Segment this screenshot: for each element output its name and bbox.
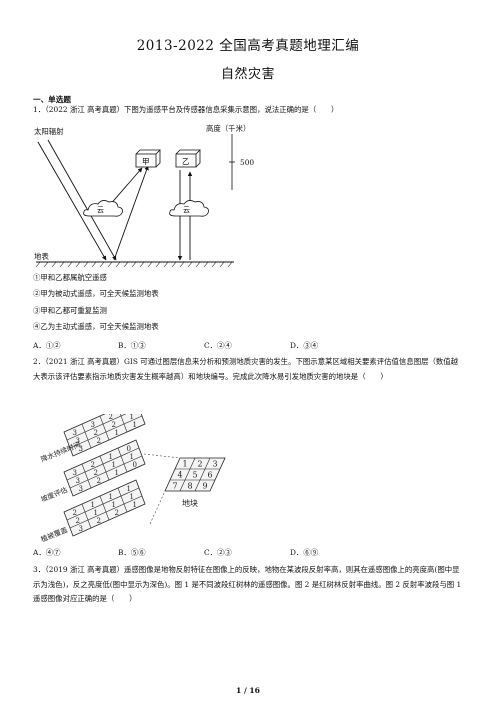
layer-cell-value: 2	[91, 461, 95, 469]
projection-line	[143, 453, 181, 459]
document-subtitle: 自然灾害	[220, 67, 275, 82]
layer-cell-value: 1	[127, 485, 131, 493]
block-number: 8	[188, 482, 193, 491]
gis-layers-figure: 332132213211降水持续时间321032113210坡度评估211121…	[39, 414, 226, 542]
cloud-right: 云	[169, 200, 209, 217]
q1-option-d: D．③④	[290, 341, 319, 350]
section-heading: 一、单选题	[33, 95, 71, 104]
layer-cell-value: 1	[94, 509, 98, 517]
layer-cell-value: 3	[79, 445, 83, 453]
block-label: 地块	[182, 498, 198, 508]
layer-cell-value: 1	[115, 469, 119, 477]
layer-cell-value: 1	[133, 421, 137, 429]
height-axis-label: 高度（千米）	[206, 124, 251, 133]
layer-cell-value: 3	[79, 485, 83, 493]
layer-cell-value: 3	[91, 421, 95, 429]
layer-name: 植被覆盖	[39, 525, 68, 542]
q1-statement-1: ①甲和乙都属航空遥感	[33, 273, 107, 282]
block-number: 1	[183, 460, 188, 469]
layer-cell-value: 1	[133, 501, 137, 509]
q1-statement-2: ②甲为被动式遥感，可全天候监测地表	[33, 289, 159, 298]
layer-cell-value: 1	[112, 501, 116, 509]
ground-label: 地表	[34, 252, 49, 261]
layer-cell-value: 2	[97, 477, 101, 485]
layer-cell-value: 3	[73, 429, 77, 437]
svg-text:云: 云	[183, 206, 190, 214]
layer-cell-value: 3	[73, 469, 77, 477]
layer-cell-value: 2	[76, 517, 80, 525]
block-number: 6	[208, 471, 213, 480]
question-1-text: 1．（2022 浙江 高考真题）下图为遥感平台及传感器信息采集示意图，说法正确的…	[33, 105, 339, 114]
layer-cell-value: 1	[130, 493, 134, 501]
q1-option-a: A．①②	[33, 341, 61, 350]
svg-text:乙: 乙	[182, 157, 190, 166]
layer-cell-value: 0	[127, 445, 131, 453]
layer-cell-value: 1	[130, 453, 134, 461]
document-title: 2013-2022 全国高考真题地理汇编	[136, 38, 360, 54]
block-number: 3	[213, 460, 218, 469]
q1-statement-3: ③甲和乙都可重复监测	[33, 306, 107, 315]
q1-option-c: C．②④	[204, 341, 232, 350]
ground-hatch	[35, 261, 233, 268]
question-3-text: 3．（2019 浙江 高考真题）遥感图像是地物反射特征在图像上的反映，地物在某波…	[33, 565, 462, 604]
layer-cell-value: 1	[109, 493, 113, 501]
block-number: 2	[198, 460, 203, 469]
layer-cell-value: 3	[79, 525, 83, 533]
block-number: 9	[203, 482, 208, 491]
sensor-box-jia: 甲	[135, 149, 161, 168]
layer-cell-value: 1	[112, 461, 116, 469]
svg-text:云: 云	[97, 206, 104, 214]
layer-cell-value: 1	[91, 501, 95, 509]
layer-cell-value: 2	[115, 509, 119, 517]
remote-sensing-figure: 云 云 甲 乙	[35, 134, 235, 268]
layer-cell-value: 2	[97, 437, 101, 445]
solar-ray-2	[47, 139, 117, 261]
layer-cell-value: 2	[112, 421, 116, 429]
reflect-ray-jia	[113, 165, 149, 261]
layer-cell-value: 2	[109, 414, 113, 421]
sensor-box-yi: 乙	[175, 149, 201, 168]
q2-option-c: C．②③	[204, 548, 232, 557]
q2-option-a: A．④⑦	[33, 548, 61, 557]
layer-cell-value: 2	[94, 429, 98, 437]
layer-cell-value: 2	[94, 469, 98, 477]
q1-statement-4: ④乙为主动式遥感，可全天候监测地表	[33, 322, 159, 331]
svg-text:甲: 甲	[142, 157, 150, 166]
layer-cell-value: 3	[76, 437, 80, 445]
block-number: 7	[173, 482, 178, 491]
cloud-left: 云	[83, 200, 123, 217]
solar-radiation-label: 太阳辐射	[34, 127, 64, 136]
layer-cell-value: 0	[133, 461, 137, 469]
layer-cell-value: 1	[115, 429, 119, 437]
question-2-text: 2．（2021 浙江 高考真题）GIS 可通过图层信息来分析和预测地质灾害的发生…	[33, 357, 459, 381]
solar-ray-1	[37, 141, 107, 261]
height-scale-value: 500	[240, 158, 255, 167]
page-number: 1 / 16	[236, 686, 260, 695]
layer-name: 坡度评估	[39, 485, 68, 504]
layer-cell-value: 2	[73, 509, 77, 517]
layer-cell-value: 3	[76, 477, 80, 485]
block-number: 5	[193, 471, 198, 480]
q1-option-b: B．①③	[118, 341, 146, 350]
block-number: 4	[178, 471, 183, 480]
q2-option-d: D．⑥⑨	[290, 548, 319, 557]
layer-cell-value: 1	[109, 453, 113, 461]
q2-option-b: B．⑤⑥	[118, 548, 146, 557]
projection-line	[149, 490, 166, 525]
layer-cell-value: 1	[130, 414, 134, 421]
layer-cell-value: 2	[97, 517, 101, 525]
